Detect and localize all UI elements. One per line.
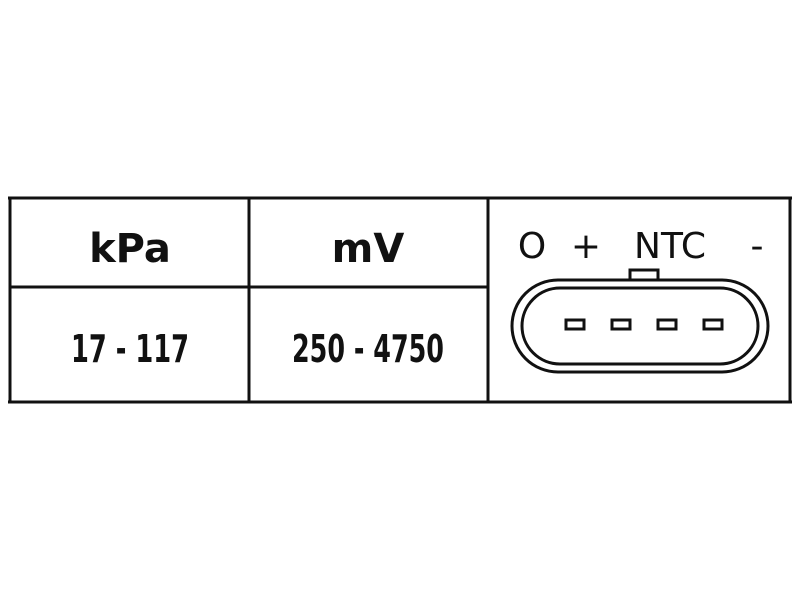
table-grid (8, 196, 792, 404)
value-pressure-range: 17 - 117 (71, 327, 189, 371)
connector-pin-4 (702, 318, 724, 331)
connector-pins (564, 318, 724, 331)
connector-plug (510, 268, 770, 374)
header-mv: mV (332, 226, 405, 272)
pin-label-positive: + (571, 226, 601, 267)
connector-pin-labels: O + NTC - (518, 226, 764, 267)
pin-label-output: O (518, 226, 546, 267)
value-voltage-range: 250 - 4750 (292, 327, 444, 371)
connector-pin-2 (610, 318, 632, 331)
connector-outer-shell (510, 278, 770, 374)
connector-inner-shell (520, 286, 760, 366)
pin-label-ntc: NTC (634, 226, 706, 267)
connector-pin-1 (564, 318, 586, 331)
header-kpa: kPa (89, 226, 171, 272)
connector-pin-3 (656, 318, 678, 331)
pin-label-ground: - (751, 226, 764, 267)
